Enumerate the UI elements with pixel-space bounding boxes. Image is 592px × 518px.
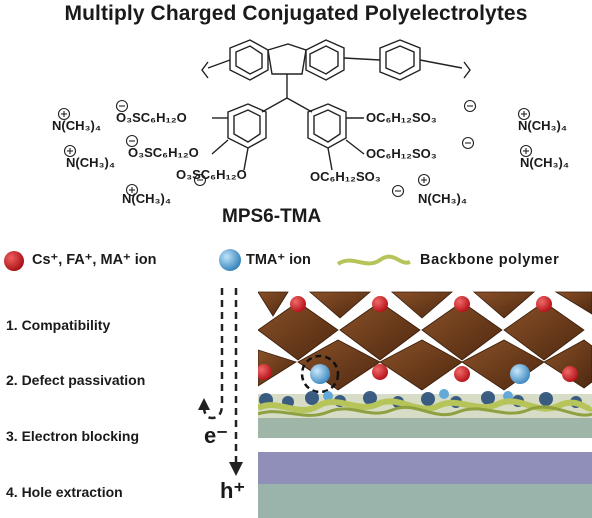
fluorene-ring-center	[267, 43, 307, 75]
tma-ion-defect	[310, 364, 330, 384]
hole-arrow-head	[229, 462, 243, 476]
electron-path-arrow	[202, 288, 224, 420]
backbone-polymer-icon	[336, 254, 411, 266]
bracket-left	[201, 61, 209, 79]
tma-label-1: N(CH₃)₄	[52, 118, 102, 133]
hole-label: h⁺	[220, 478, 246, 503]
sulfonate-chain-right-3: OC₆H₁₂SO₃	[310, 169, 381, 184]
figure-title: Multiply Charged Conjugated Polyelectrol…	[64, 2, 528, 25]
step-hole-extraction: 4. Hole extraction	[6, 484, 123, 500]
tma-ion-icon	[219, 249, 241, 271]
charge-symbols	[57, 99, 533, 198]
cation-spheres	[258, 296, 578, 382]
sulfonate-chain-right-2: OC₆H₁₂SO₃	[366, 146, 437, 161]
defect-highlight-circle	[300, 354, 340, 394]
tma-label-5: N(CH₃)₄	[520, 155, 570, 170]
legend-tma-label: TMA⁺ ion	[246, 252, 311, 268]
step-defect-passivation: 2. Defect passivation	[6, 372, 146, 388]
bracket-right	[463, 61, 471, 79]
perovskite-octahedra	[258, 291, 592, 391]
legend-icons	[4, 249, 411, 271]
device-schematic	[258, 291, 592, 518]
step-electron-blocking: 3. Electron blocking	[6, 428, 140, 444]
sulfonate-chain-left-2: O₃SC₆H₁₂O	[128, 145, 199, 160]
tma-label-4: N(CH₃)₄	[518, 118, 568, 133]
aryl-ring-left	[227, 103, 267, 149]
aryl-ring-right	[307, 103, 347, 149]
cation-ion-icon	[4, 251, 24, 271]
molecular-structure	[57, 39, 533, 198]
molecule-name: MPS6-TMA	[222, 206, 322, 227]
sulfonate-chain-right-1: OC₆H₁₂SO₃	[366, 110, 437, 125]
sulfonate-chain-left-3: O₃SC₆H₁₂O	[176, 167, 247, 182]
fluorene-ring-right	[305, 39, 345, 81]
electrode-layer	[258, 484, 592, 518]
step-compatibility: 1. Compatibility	[6, 317, 111, 333]
carrier-arrows	[198, 288, 243, 476]
tma-label-6: N(CH₃)₄	[418, 191, 468, 206]
sulfonate-chain-left-1: O₃SC₆H₁₂O	[116, 110, 187, 125]
polymer-interlayer	[258, 389, 592, 418]
electron-arrow-head	[198, 398, 210, 410]
legend-backbone-label: Backbone polymer	[420, 252, 560, 268]
electron-label: e⁻	[204, 423, 228, 448]
tma-label-2: N(CH₃)₄	[66, 155, 116, 170]
phenylene-ring	[379, 39, 421, 81]
tma-label-3: N(CH₃)₄	[122, 191, 172, 206]
tma-ion	[510, 364, 530, 384]
fluorene-ring-left	[229, 39, 269, 81]
electron-blocking-layer	[258, 418, 592, 438]
legend-cation-label: Cs⁺, FA⁺, MA⁺ ion	[32, 252, 157, 268]
hole-transport-layer	[258, 452, 592, 484]
